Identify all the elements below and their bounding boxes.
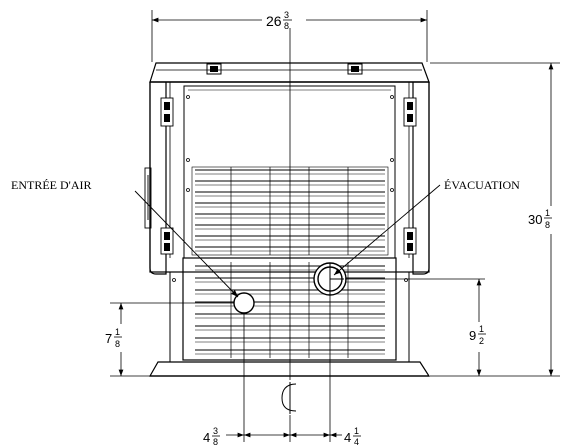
svg-text:1: 1 [115, 327, 120, 337]
svg-text:8: 8 [115, 339, 120, 349]
svg-text:4: 4 [354, 437, 359, 446]
air-intake-leader [134, 190, 239, 298]
side-controls [144, 167, 152, 229]
lower-base [169, 257, 410, 363]
svg-text:8: 8 [213, 437, 218, 446]
exhaust-label: ÉVACUATION [444, 178, 520, 192]
overall-width-dimension [151, 10, 428, 62]
air-intake-label: ENTRÉE D'AIR [11, 178, 91, 192]
svg-text:30: 30 [528, 212, 542, 227]
lid-hinges [206, 63, 363, 75]
intake-height-dimension [110, 302, 234, 377]
svg-text:3: 3 [213, 426, 218, 436]
svg-text:8: 8 [284, 21, 289, 31]
exhaust-height-label: 9 1 2 [469, 324, 486, 346]
svg-text:8: 8 [545, 220, 550, 230]
svg-text:26: 26 [266, 13, 282, 29]
svg-text:3: 3 [284, 10, 289, 20]
exhaust-offset-label: 4 1 4 [344, 426, 361, 446]
exhaust-flange [329, 263, 344, 295]
overall-height-dimension [430, 62, 560, 377]
overall-height-label: 30 1 8 [528, 208, 552, 230]
svg-text:9: 9 [469, 328, 476, 343]
body-screws [172, 95, 408, 282]
hinge-details [164, 102, 413, 251]
overall-width-label: 26 3 8 [266, 10, 292, 31]
side-hinges [160, 97, 417, 255]
stove-top-lid [149, 62, 430, 83]
pedestal-foot [148, 361, 431, 377]
intake-height-label: 7 1 8 [105, 327, 122, 349]
exhaust-leader [333, 184, 441, 276]
svg-text:1: 1 [545, 208, 550, 218]
svg-text:4: 4 [203, 430, 210, 445]
intake-offset-label: 4 3 8 [203, 426, 220, 446]
exhaust-height-dimension [345, 278, 485, 376]
svg-text:1: 1 [479, 324, 484, 334]
svg-text:7: 7 [105, 331, 112, 346]
centerline-symbol [281, 382, 297, 414]
bottom-offset-dimensions [226, 295, 342, 442]
svg-text:2: 2 [479, 336, 484, 346]
svg-text:4: 4 [344, 430, 351, 445]
svg-text:1: 1 [354, 426, 359, 436]
